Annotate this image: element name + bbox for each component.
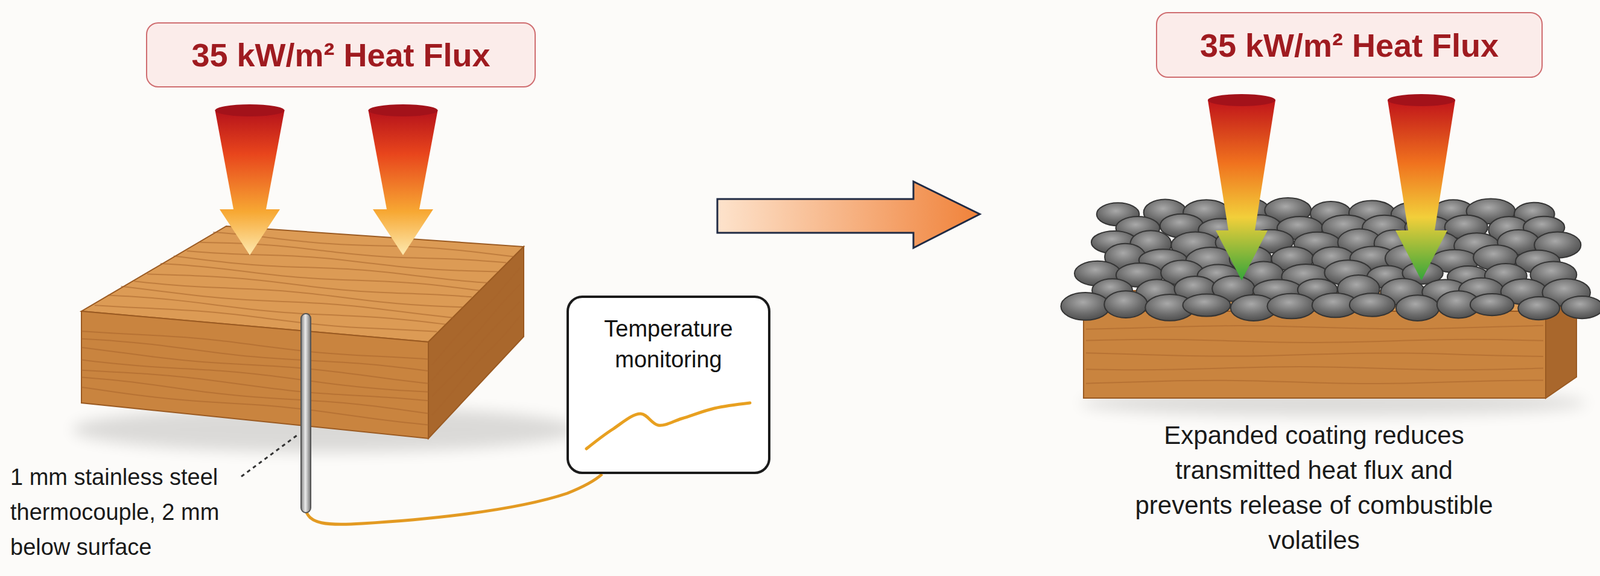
thermocouple-note: 1 mm stainless steel thermocouple, 2 mm … bbox=[10, 459, 264, 565]
heat-arrow bbox=[368, 104, 439, 256]
heat-arrows bbox=[215, 104, 439, 256]
grain-line bbox=[81, 331, 429, 359]
heat-flux-box: 35 kW/m² Heat Flux bbox=[1155, 12, 1543, 78]
grain-line bbox=[431, 267, 521, 366]
grain-line bbox=[1085, 325, 1544, 330]
heat-arrow-body bbox=[1207, 100, 1276, 281]
heat-arrow bbox=[1207, 94, 1276, 281]
coating-pebble bbox=[1104, 290, 1147, 318]
heat-arrow-cap bbox=[368, 104, 439, 117]
wood-grain bbox=[1085, 325, 1544, 384]
coating-pebble bbox=[1183, 293, 1231, 317]
heat-arrow-body bbox=[1387, 100, 1456, 281]
thermocouple-wire bbox=[305, 474, 603, 525]
heat-flux-box: 35 kW/m² Heat Flux bbox=[146, 22, 536, 88]
heat-arrow bbox=[1387, 94, 1456, 281]
temperature-curve bbox=[586, 403, 750, 449]
coating-pebble bbox=[1267, 293, 1316, 320]
monitor-box: Temperature monitoring bbox=[566, 295, 771, 475]
coating-pebble bbox=[1517, 296, 1560, 320]
coating-pebble bbox=[1396, 295, 1439, 321]
grain-line bbox=[147, 273, 472, 297]
box-text: 35 kW/m² Heat Flux bbox=[191, 36, 490, 74]
grain-line bbox=[431, 316, 521, 416]
coating-note: Expanded coating reduces transmitted hea… bbox=[1133, 418, 1496, 559]
grain-line bbox=[1085, 366, 1544, 370]
coating-pebble bbox=[1060, 292, 1110, 321]
transition-arrow bbox=[717, 181, 980, 248]
grain-line bbox=[431, 301, 521, 397]
grain-line bbox=[1085, 339, 1544, 343]
heat-arrows bbox=[1207, 94, 1456, 281]
box-text: 35 kW/m² Heat Flux bbox=[1200, 26, 1499, 64]
coating-pebble bbox=[1561, 296, 1600, 319]
thermocouple-rod bbox=[301, 313, 311, 513]
slab-front-face bbox=[1083, 311, 1546, 399]
grain-line bbox=[107, 295, 446, 325]
grain-line bbox=[81, 359, 429, 392]
leader-line bbox=[241, 435, 297, 477]
grain-line bbox=[1085, 380, 1544, 384]
heat-arrow bbox=[215, 104, 285, 256]
heat-arrow-body bbox=[368, 110, 439, 256]
grain-line bbox=[81, 387, 429, 426]
expanded-coating bbox=[1060, 197, 1600, 321]
coating-pebble bbox=[1470, 293, 1514, 316]
grain-line bbox=[187, 250, 498, 272]
heat-arrow-body bbox=[215, 110, 285, 256]
heat-arrow-cap bbox=[1207, 94, 1276, 107]
wood-front-face bbox=[81, 311, 429, 439]
grain-line bbox=[81, 370, 429, 402]
grain-line bbox=[1085, 352, 1544, 357]
coating-pebble bbox=[1349, 293, 1395, 317]
box-text: Temperature monitoring bbox=[568, 313, 769, 376]
wood-side-face bbox=[428, 246, 524, 439]
heat-arrow-cap bbox=[1387, 94, 1456, 107]
grain-line bbox=[81, 377, 429, 414]
grain-line bbox=[81, 339, 429, 372]
heat-arrow-cap bbox=[215, 104, 285, 117]
